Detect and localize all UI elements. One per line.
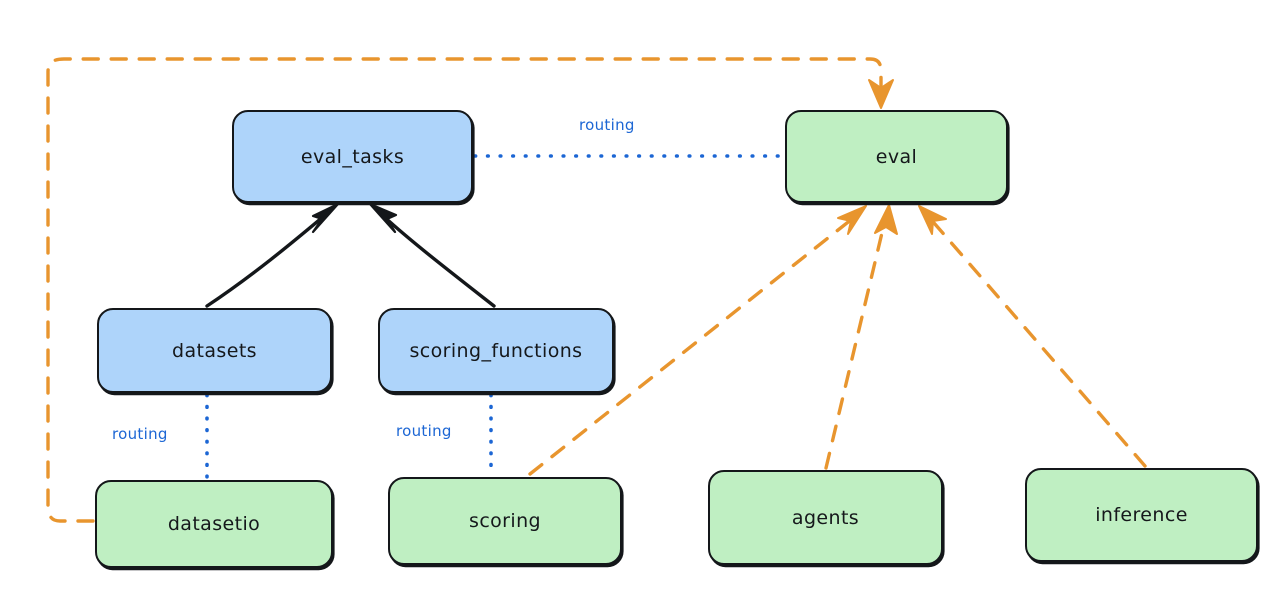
node-label-scoring-functions: scoring_functions <box>409 339 583 362</box>
node-datasetio[interactable]: datasetio <box>95 480 333 568</box>
edge-inference-to-eval-dependency <box>918 205 1147 468</box>
node-agents[interactable]: agents <box>708 470 943 565</box>
edge-datasets-to-eval-tasks <box>205 202 340 308</box>
node-eval-tasks[interactable]: eval_tasks <box>232 110 473 203</box>
node-label-inference: inference <box>1095 504 1188 526</box>
edge-label-routing-eval-tasks-eval: routing <box>579 116 635 134</box>
node-label-datasets: datasets <box>172 339 257 362</box>
node-eval[interactable]: eval <box>785 110 1008 203</box>
node-label-eval: eval <box>875 145 918 168</box>
node-inference[interactable]: inference <box>1025 468 1258 562</box>
edge-label-routing-datasets-datasetio: routing <box>112 425 168 443</box>
node-label-datasetio: datasetio <box>167 513 261 535</box>
edge-datasetio-to-eval-dependency <box>46 57 894 523</box>
node-label-eval-tasks: eval_tasks <box>300 145 405 168</box>
edge-scoring-to-eval-dependency <box>528 205 867 476</box>
edge-agents-to-eval-dependency <box>824 204 898 470</box>
node-scoring[interactable]: scoring <box>388 477 622 565</box>
node-label-agents: agents <box>791 506 860 529</box>
node-scoring-functions[interactable]: scoring_functions <box>378 308 614 393</box>
node-datasets[interactable]: datasets <box>97 308 332 393</box>
edge-label-routing-scoring-functions-scoring: routing <box>396 422 452 440</box>
node-label-scoring: scoring <box>469 510 541 532</box>
edge-scoring-functions-to-eval-tasks <box>368 202 496 308</box>
